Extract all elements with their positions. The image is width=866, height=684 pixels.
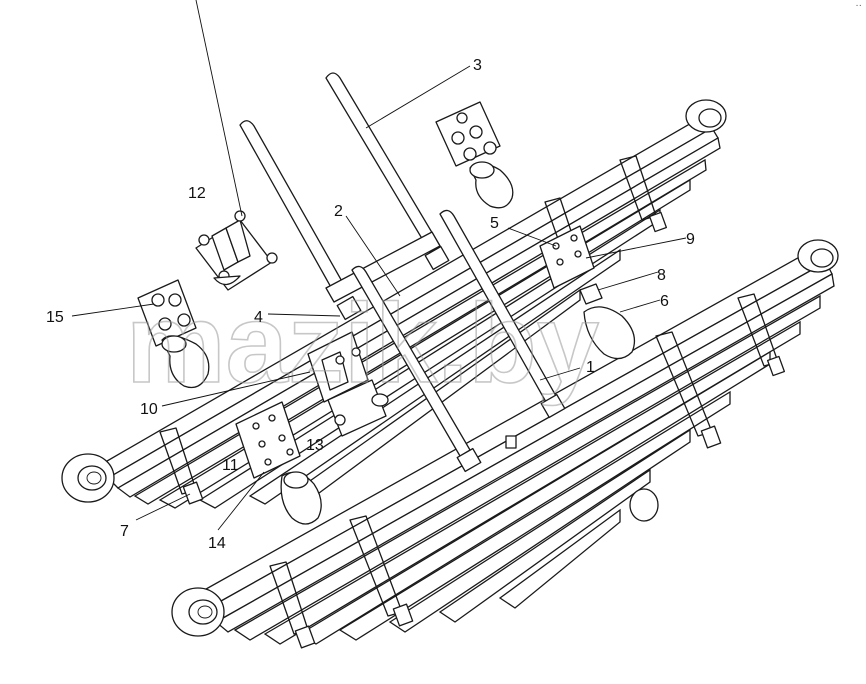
callout-11: 11 (222, 457, 239, 474)
callout-2: 2 (334, 203, 343, 220)
u-bolts (239, 72, 566, 473)
watermark: mazik.by (126, 281, 599, 406)
callout-5: 5 (490, 215, 499, 232)
callout-14: 14 (208, 535, 226, 552)
callout-leaders (71, 0, 687, 531)
center-bolt-head (629, 488, 659, 522)
callout-10: 10 (140, 401, 158, 418)
callout-4: 4 (254, 309, 263, 326)
callout-13: 13 (306, 437, 324, 454)
callout-12: 12 (188, 185, 206, 202)
bracket-15 (137, 279, 210, 389)
spring-clamp (159, 155, 668, 505)
callout-6: 6 (660, 293, 669, 310)
callout-7: 7 (120, 523, 129, 540)
callout-9: 9 (686, 231, 695, 248)
bracket-10 (307, 331, 369, 403)
bracket-top-right (435, 101, 514, 209)
bracket-12 (195, 210, 278, 291)
lower-spring-clamps (269, 293, 786, 649)
pin (505, 435, 517, 449)
upper-leaf-spring (61, 99, 727, 509)
corner-mark: ·· (855, 0, 862, 11)
callout-15: 15 (46, 309, 64, 326)
callouts: 1 2 3 4 5 6 7 8 9 10 11 12 13 14 15 (46, 57, 695, 552)
lower-spring-eye-left (171, 587, 225, 637)
u-bolt-3 (325, 72, 441, 253)
lower-spring-eye-right (797, 239, 839, 273)
spring-eye-right (685, 99, 727, 133)
cross-plate (325, 231, 441, 303)
callout-3: 3 (473, 57, 482, 74)
lower-leaf-spring (171, 239, 839, 649)
u-bolt-2 (239, 120, 349, 299)
plate-14 (235, 401, 322, 525)
callout-1: 1 (586, 359, 595, 376)
spring-eye-left (61, 453, 115, 503)
callout-8: 8 (657, 267, 666, 284)
bracket-13 (327, 379, 389, 437)
